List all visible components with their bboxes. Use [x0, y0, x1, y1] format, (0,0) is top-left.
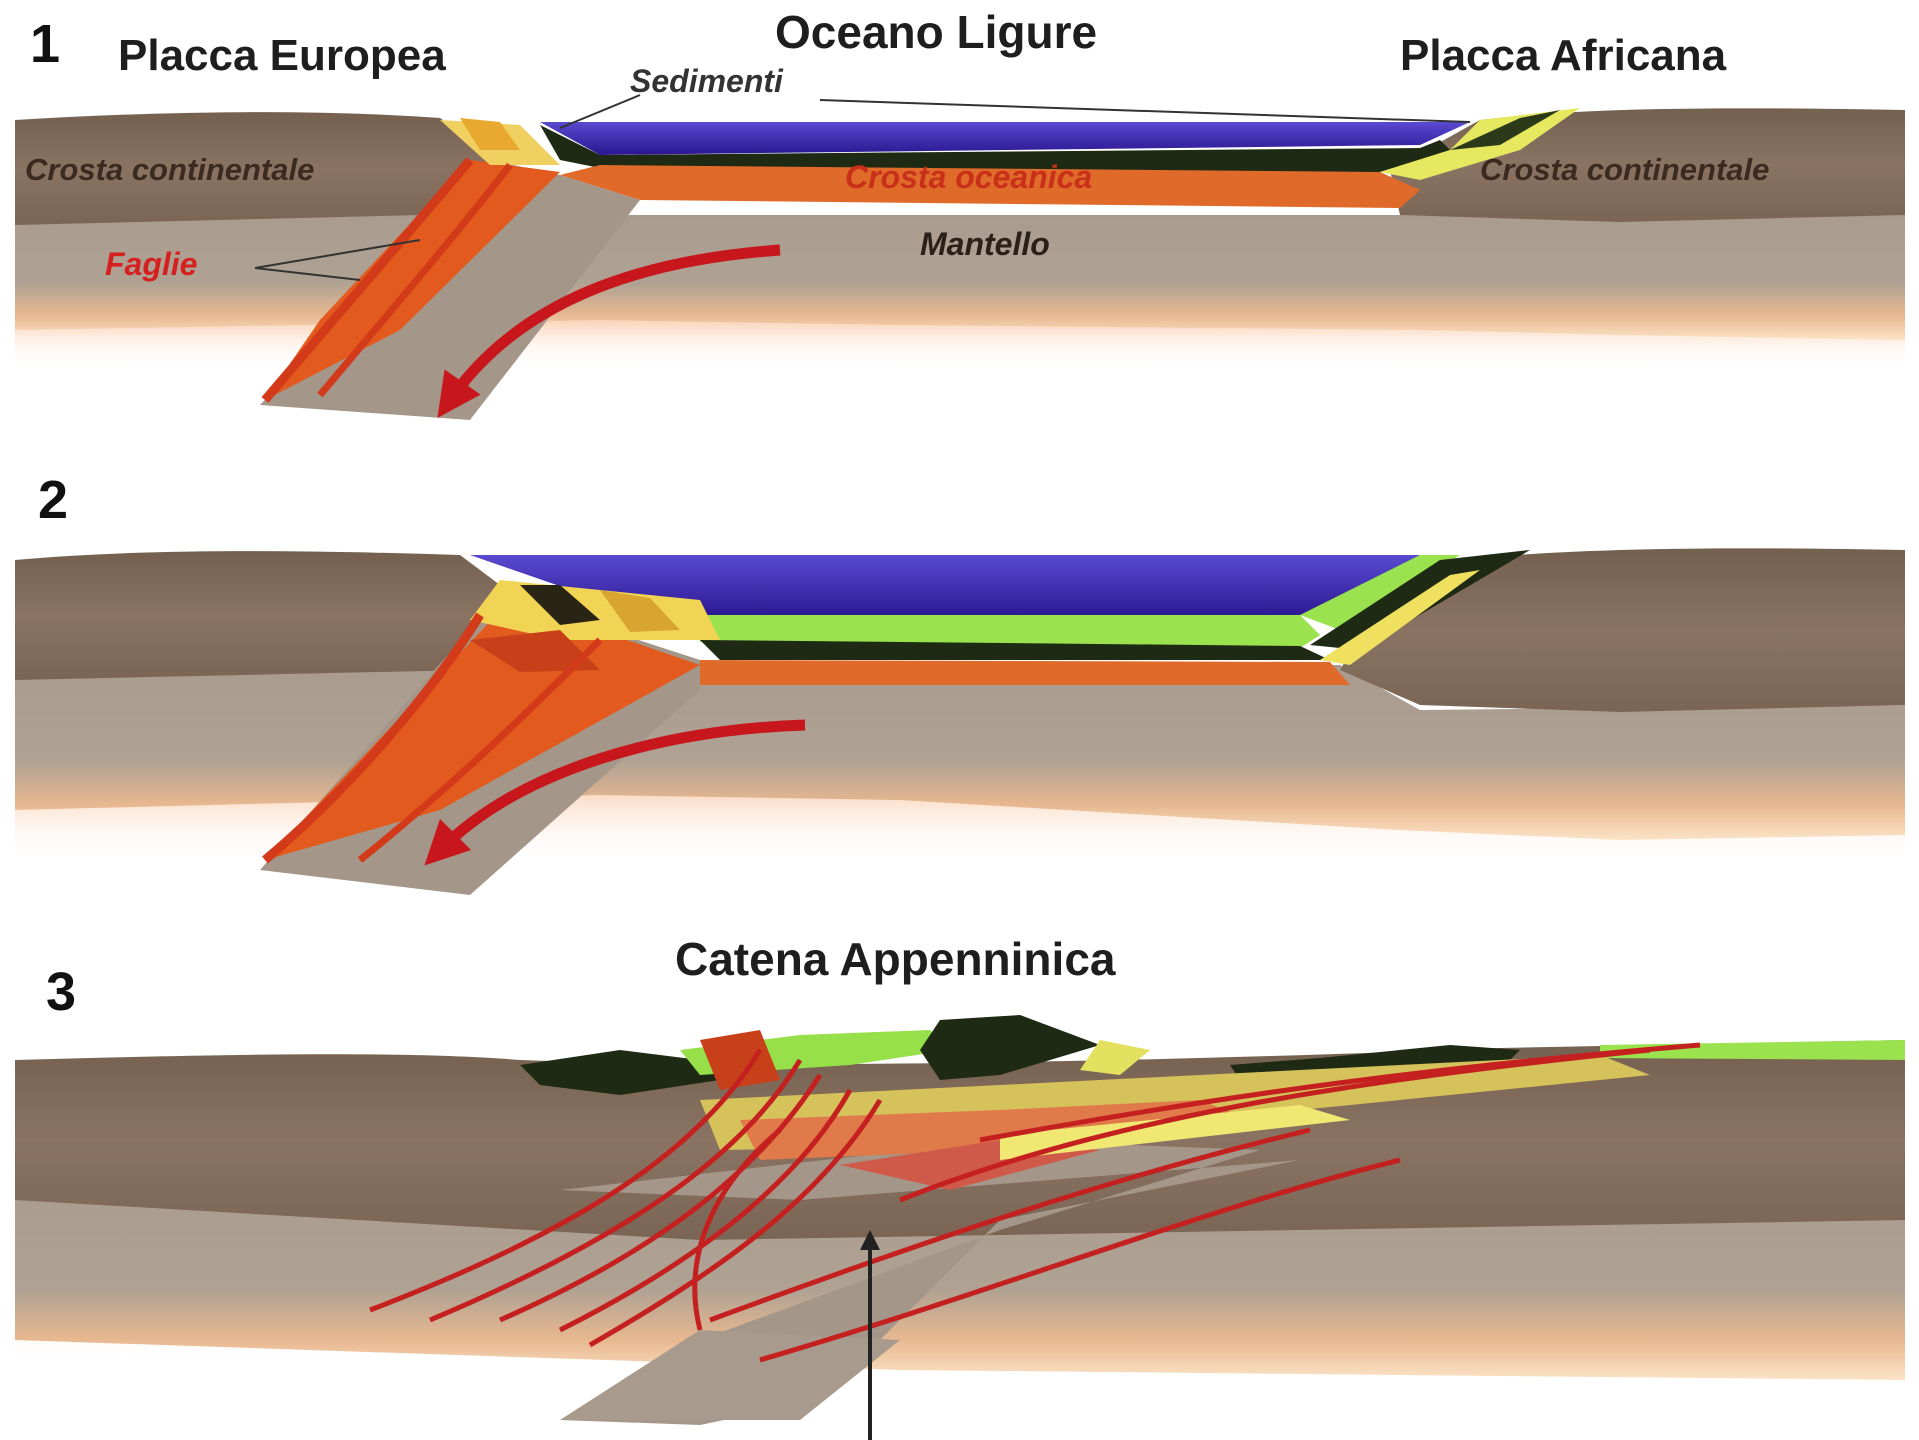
continental-crust-label-left: Crosta continentale	[25, 152, 314, 187]
panel-number: 3	[46, 962, 76, 1022]
sediments-label: Sedimenti	[630, 63, 784, 99]
oceanic-crust-label: Crosta oceanica	[845, 159, 1092, 195]
panel-number: 2	[38, 470, 68, 530]
mantle-label: Mantello	[920, 226, 1050, 262]
oceanic-crust	[700, 660, 1350, 685]
panel-number: 1	[30, 14, 60, 74]
panel-2: 2	[15, 470, 1905, 895]
panel-title: Oceano Ligure	[775, 6, 1097, 58]
sediments-leader	[820, 100, 1470, 122]
panel-1: 1 Placca Europea Oceano Ligure Placca Af…	[15, 6, 1905, 420]
panel-title: Catena Appenninica	[675, 933, 1116, 985]
plate-label-left: Placca Europea	[118, 31, 446, 80]
panel-3: 3 Catena Appenninica	[15, 933, 1905, 1440]
plate-label-right: Placca Africana	[1400, 31, 1727, 80]
continental-crust-label-right: Crosta continentale	[1480, 152, 1769, 187]
faults-label: Faglie	[105, 246, 197, 282]
